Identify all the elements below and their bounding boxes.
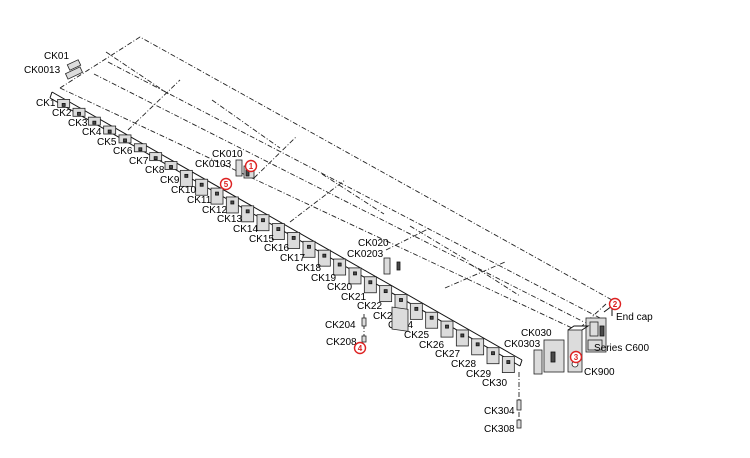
rail-segment [225,196,239,214]
rail-segment [486,347,500,365]
rail-segment [118,134,132,144]
bracket-group-1: CK010 CK0103 [195,149,255,179]
rail-segment [241,205,255,223]
label-rail-7: CK7 [129,156,149,167]
label-rail-10: CK10 [171,185,196,196]
rail-segment [471,338,485,356]
rail-segment [440,320,454,338]
rail-segment [133,143,147,153]
rail-segment [271,223,285,240]
rail-segment [72,107,86,117]
label-series: Series C600 [594,343,649,354]
rail-segment [409,302,423,320]
rail-segment [164,161,178,170]
rail-segment [195,178,209,196]
rail-segment [287,232,301,249]
label-rail-8: CK8 [145,165,165,176]
rail-segments [57,99,515,373]
label-rail-30: CK30 [482,378,507,389]
label-rail-21: CK21 [341,292,366,303]
label-rail-15: CK15 [249,234,274,245]
label-ck208: CK208 [326,337,357,348]
label-ck020: CK020 [358,238,389,249]
rail-segment [363,276,377,294]
label-rail-3: CK3 [68,118,88,129]
rail-segment [348,267,362,285]
label-rail-1: CK1 [36,98,56,109]
rail-segment [256,214,270,232]
label-rail-13: CK13 [217,214,242,225]
rail-segment [379,285,393,303]
rail-segment [425,311,439,329]
badge-4: 4 [353,341,367,355]
rail-segment [455,329,469,347]
rail-segment [333,258,347,276]
rail-segment [149,152,163,162]
svg-text:2: 2 [613,300,618,309]
bracket-group-2: CK020 CK0203 [347,238,409,332]
badge-3: 3 [569,350,583,364]
label-rail-17: CK17 [280,253,305,264]
label-rail-18: CK18 [296,263,321,274]
rail-segment [103,125,117,135]
top-left-parts: CK01 CK0013 [24,51,84,80]
svg-text:1: 1 [249,162,254,171]
badge-1: 1 [244,159,258,173]
label-rail-26: CK26 [419,340,444,351]
label-rail-4: CK4 [82,127,102,138]
label-ck0103: CK0103 [195,159,232,170]
label-ck0203: CK0203 [347,249,384,260]
rail-segment [87,116,101,126]
label-ck010: CK010 [212,149,243,160]
label-rail-28: CK28 [451,359,476,370]
label-rail-16: CK16 [264,243,289,254]
label-ck900: CK900 [584,367,615,378]
rail-segment [210,187,224,205]
label-ck01: CK01 [44,51,69,62]
hanging-rod-1: CK204 CK208 [325,314,367,348]
label-rail-14: CK14 [233,224,258,235]
label-rail-6: CK6 [113,146,133,157]
label-rail-11: CK11 [187,195,212,206]
rail-segment [317,249,331,267]
label-rail-12: CK12 [202,205,227,216]
label-rail-20: CK20 [327,282,352,293]
assembly-outline [59,36,613,329]
label-rail-22: CK22 [357,301,382,312]
rail-segment [302,240,316,258]
badge-2: 2 [608,297,622,311]
badge-5: 5 [219,177,233,191]
label-rail-9: CK9 [160,175,180,186]
svg-text:4: 4 [358,344,363,353]
end-cap-assembly: End cap Series C600 [585,305,653,354]
label-ck030: CK030 [521,328,552,339]
svg-text:5: 5 [224,180,229,189]
rail-segment [179,169,193,187]
rail-segment [501,356,515,373]
label-rail-23: CK23 [373,311,398,322]
label-ck0013: CK0013 [24,65,61,76]
label-rail-27: CK27 [435,349,460,360]
svg-text:3: 3 [574,353,579,362]
label-rail-2: CK2 [52,108,72,119]
label-rail-5: CK5 [97,137,117,148]
label-ck308: CK308 [484,424,515,435]
label-rail-29: CK29 [466,369,491,380]
label-rail-19: CK19 [311,273,336,284]
label-ck304: CK304 [484,406,515,417]
hanging-rod-2: CK304 CK308 [484,372,522,435]
rail-segment [394,294,408,311]
label-ck204: CK204 [325,320,356,331]
bracket-group-3: CK030 CK0303 [504,328,565,375]
label-ck0303: CK0303 [504,339,541,350]
rail-segment [57,99,71,108]
label-end-cap: End cap [616,312,653,323]
label-rail-25: CK25 [404,330,429,341]
